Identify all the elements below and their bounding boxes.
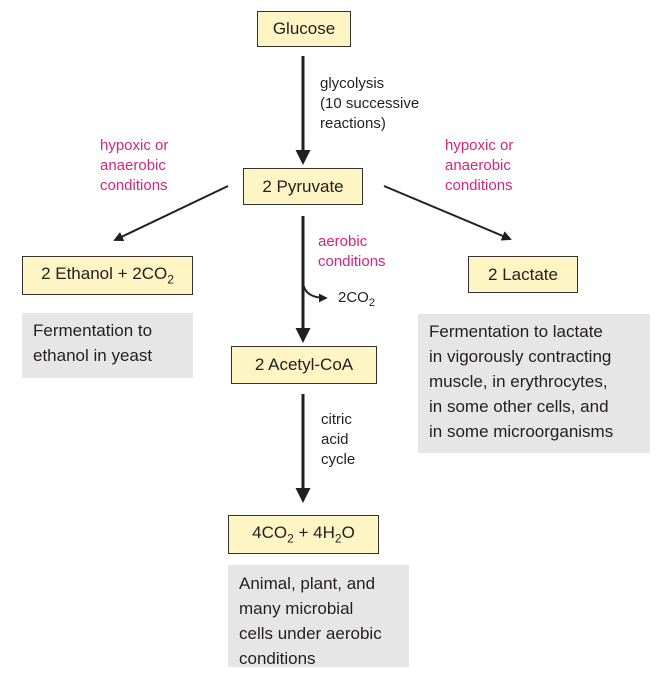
pyruvate-label: 2 Pyruvate xyxy=(262,176,344,196)
ethanol-note: Fermentation to ethanol in yeast xyxy=(22,313,193,378)
lactate-label: 2 Lactate xyxy=(488,264,558,284)
citric-acid-cycle-label: citric acid cycle xyxy=(321,411,356,468)
hypoxic-right-label: hypoxic or anaerobic conditions xyxy=(445,137,514,194)
glucose-label: Glucose xyxy=(272,19,336,38)
aerobic-note: Animal, plant, and many microbial cells … xyxy=(228,565,409,668)
hypoxic-left-label: hypoxic or anaerobic conditions xyxy=(100,137,169,194)
final-products-box: 4CO2 + 4H2O xyxy=(228,515,379,554)
pyruvate-box: 2 Pyruvate xyxy=(243,168,363,205)
ethanol-label: 2 Ethanol + 2CO2 xyxy=(41,264,174,287)
arrow-pyruvate-to-lactate xyxy=(383,185,512,241)
acetyl-coa-box: 2 Acetyl-CoA xyxy=(231,346,377,384)
ethanol-box: 2 Ethanol + 2CO2 xyxy=(22,256,193,295)
aerobic-label: aerobic conditions xyxy=(318,233,386,270)
co2-release-label: 2CO2 xyxy=(338,289,375,309)
final-products-label: 4CO2 + 4H2O xyxy=(252,523,355,546)
arrow-pyruvate-to-ethanol xyxy=(113,185,229,242)
ethanol-co2-subscript: 2 xyxy=(167,272,174,287)
acetyl-coa-label: 2 Acetyl-CoA xyxy=(254,355,354,374)
glycolysis-label: glycolysis (10 successive reactions) xyxy=(320,75,420,132)
lactate-box: 2 Lactate xyxy=(468,256,578,293)
glucose-box: Glucose xyxy=(257,11,351,47)
lactate-note: Fermentation to lactate in vigorously co… xyxy=(418,314,650,453)
arrow-co2-branch xyxy=(302,281,328,303)
